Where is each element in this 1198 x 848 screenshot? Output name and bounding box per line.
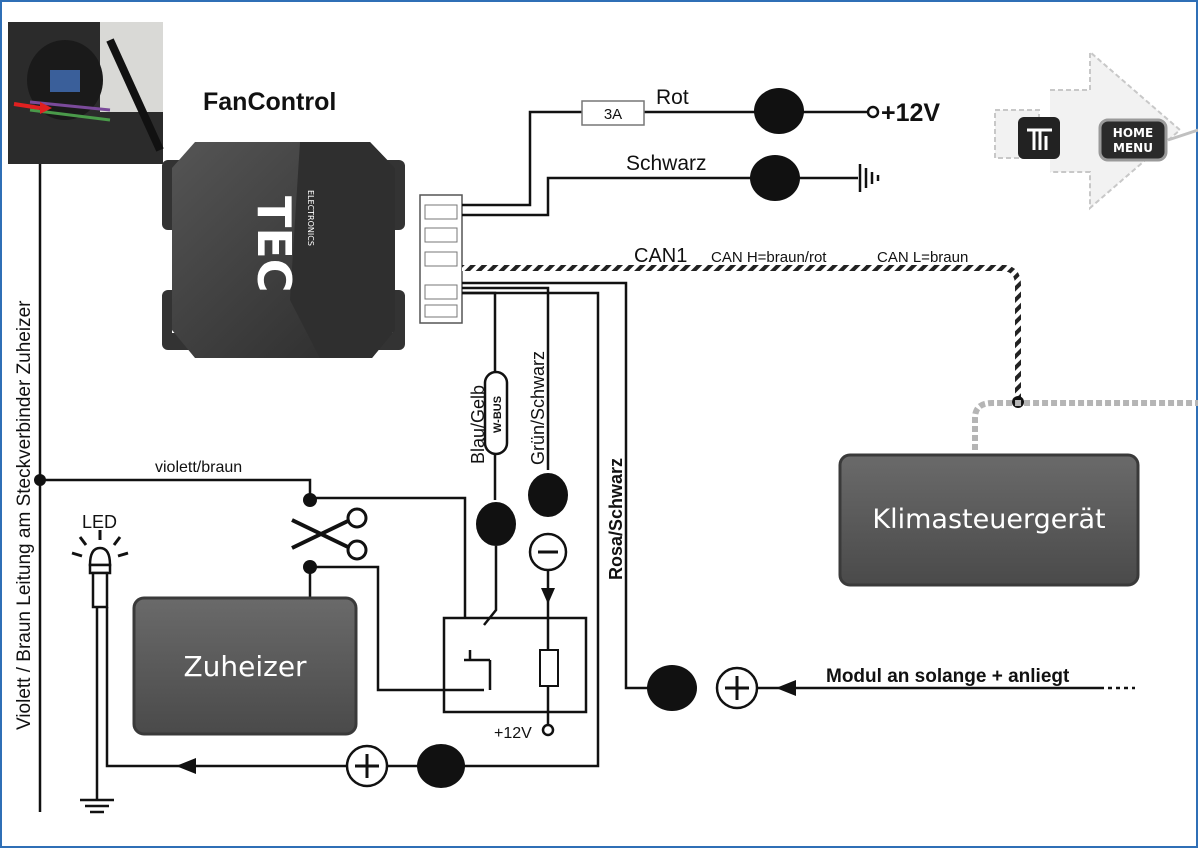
label-can-high: CAN H=braun/rot xyxy=(711,249,827,266)
wire-scissor-to-relay xyxy=(310,565,484,692)
klimasteuergeraet-box: Klimasteuergerät xyxy=(838,453,1140,587)
label-rot: Rot xyxy=(656,86,689,109)
label-led: LED xyxy=(82,512,117,532)
relay-box xyxy=(442,616,588,727)
wire-violett-braun xyxy=(40,478,467,618)
klima-label: Klimasteuergerät xyxy=(872,504,1105,535)
label-wbus: W-BUS xyxy=(492,396,504,433)
bottom-connector-plug xyxy=(417,744,465,788)
ground-symbol-led xyxy=(80,798,114,814)
junction-left xyxy=(34,474,46,486)
connector-photo xyxy=(8,22,164,164)
ground-symbol-top xyxy=(858,164,880,192)
home-menu-line1: HOME xyxy=(1113,126,1153,140)
label-plus12v: +12V xyxy=(881,99,940,127)
home-menu-line2: MENU xyxy=(1113,141,1153,155)
label-gruen-schwarz: Grün/Schwarz xyxy=(528,351,548,465)
arrow-down-relay xyxy=(541,588,555,604)
can-extension-gray xyxy=(972,400,1198,450)
device-connector xyxy=(419,194,463,324)
arrow-left-module xyxy=(776,680,796,696)
junction-scissor-top xyxy=(303,493,317,507)
fancontrol-device: TEC ELECTRONICS xyxy=(162,142,405,358)
device-sublabel: ELECTRONICS xyxy=(306,190,315,246)
schwarz-connector-plug xyxy=(750,155,800,201)
title-fancontrol: FanControl xyxy=(203,88,336,116)
label-blau-gelb: Blau/Gelb xyxy=(468,385,488,464)
wire-rosa-schwarz xyxy=(462,281,650,690)
label-can1: CAN1 xyxy=(634,245,687,267)
arrow-left-led xyxy=(176,758,196,774)
home-menu-graphic: HOME MENU xyxy=(994,49,1198,211)
label-module-note: Modul an solange + anliegt xyxy=(826,666,1070,687)
home-menu-button xyxy=(1098,118,1168,162)
rosa-schwarz-plug xyxy=(647,665,697,711)
blau-gelb-plug xyxy=(476,502,516,546)
label-violett-braun: violett/braun xyxy=(155,459,242,476)
device-logo: TEC xyxy=(247,196,301,293)
relay-12v-terminal xyxy=(541,723,555,737)
rot-connector-plug xyxy=(754,88,804,134)
zuheizer-box: Zuheizer xyxy=(132,596,358,736)
wire-gruen-schwarz xyxy=(462,286,550,470)
label-rosa-schwarz: Rosa/Schwarz xyxy=(606,458,626,580)
scissors-icon xyxy=(291,507,368,561)
wire-relay-contact xyxy=(483,546,498,626)
gruen-schwarz-plug xyxy=(528,473,568,517)
plus12v-terminal xyxy=(866,105,880,119)
fuse-3a: 3A xyxy=(581,100,645,126)
label-relay-12v: +12V xyxy=(494,725,532,742)
label-schwarz: Schwarz xyxy=(626,152,707,175)
can1-twisted-cable xyxy=(462,265,1021,400)
wire-led-feed xyxy=(105,291,600,768)
led-icon xyxy=(71,530,129,609)
wbus-label-box xyxy=(483,370,509,456)
fuse-label: 3A xyxy=(604,106,622,123)
wire-schwarz xyxy=(462,176,858,217)
label-can-low: CAN L=braun xyxy=(877,249,968,266)
zuheizer-label: Zuheizer xyxy=(183,650,307,683)
vertical-caption: Violett / Braun Leitung am Steckverbinde… xyxy=(14,300,35,730)
